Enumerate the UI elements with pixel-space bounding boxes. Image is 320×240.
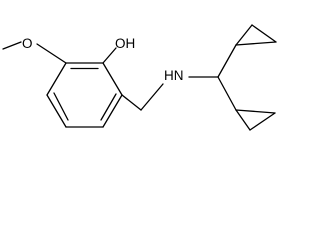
ring-bond: [46, 94, 67, 128]
benzene-ring: [46, 62, 123, 128]
ring-double-bond: [100, 93, 117, 121]
methyl-bond: [2, 41, 22, 50]
ring-bond: [102, 94, 123, 128]
aminomethyl-linker: HN: [121, 68, 219, 111]
lower-cyclopropyl-ring: [235, 109, 276, 131]
methoxy-ring-bond: [36, 43, 67, 64]
ring-to-ch2-bond: [121, 94, 142, 111]
amine-label: HN: [164, 68, 184, 83]
cyclopropyl-bond: [235, 24, 253, 46]
ring-double-bond: [53, 92, 69, 121]
ch-to-upper-cyclopropyl-bond: [217, 44, 237, 78]
dicyclopropylmethyl-group: [217, 24, 277, 131]
ring-bond: [46, 62, 67, 96]
hydroxyl-group: OH: [102, 36, 135, 64]
ch2-to-nitrogen-bond: [140, 83, 164, 111]
methoxy-group: O: [2, 36, 67, 64]
cyclopropyl-bond: [235, 109, 276, 114]
hydroxyl-label: OH: [115, 36, 135, 51]
cyclopropyl-bond: [235, 41, 277, 46]
chemical-structure: O OH HN: [2, 24, 277, 131]
methoxy-oxygen-label: O: [22, 36, 33, 51]
cyclopropyl-bond: [249, 112, 276, 131]
ch-to-lower-cyclopropyl-bond: [217, 76, 237, 111]
hydroxyl-bond: [102, 47, 117, 64]
ring-bond: [102, 62, 123, 96]
upper-cyclopropyl-ring: [235, 24, 277, 46]
cyclopropyl-bond: [251, 24, 277, 43]
cyclopropyl-bond: [235, 109, 251, 131]
